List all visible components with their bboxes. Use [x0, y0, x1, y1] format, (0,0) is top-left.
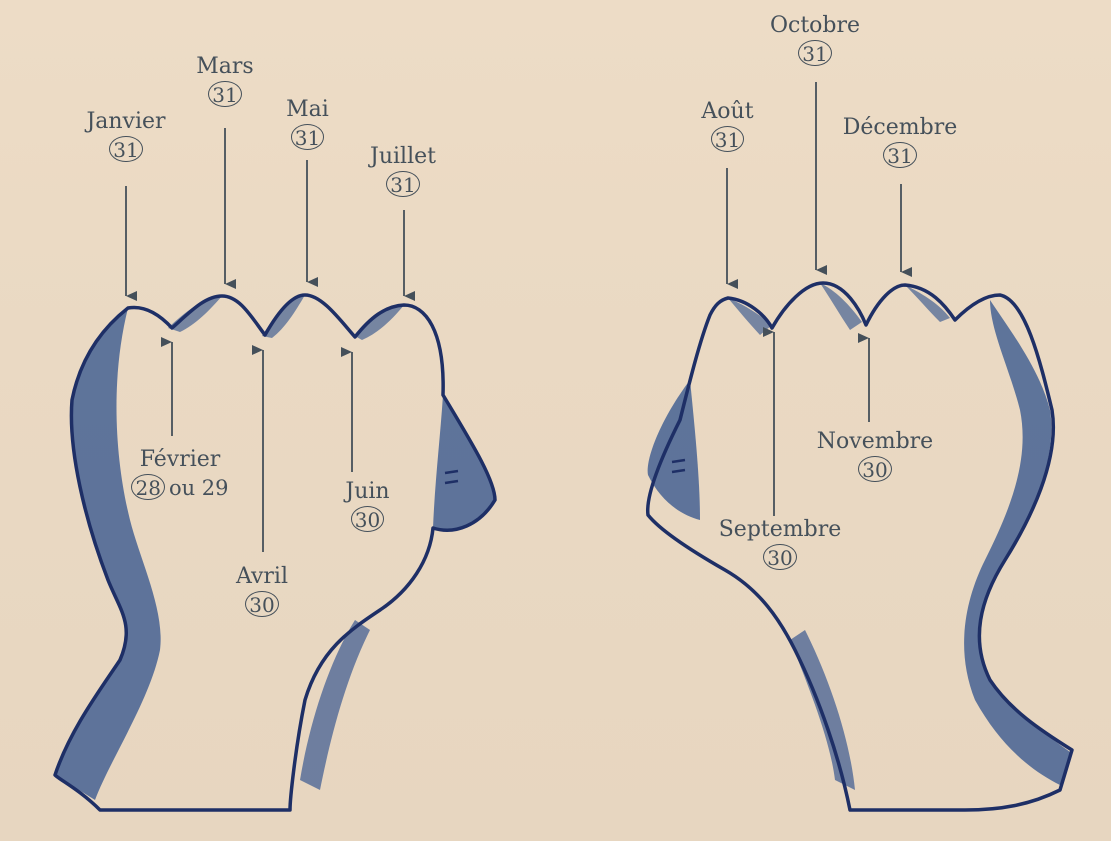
right-thumb-shadow [648, 380, 700, 520]
label-janvier: Janvier 31 [66, 110, 186, 162]
days-badge: 28 [131, 474, 164, 500]
label-decembre: Décembre 31 [820, 116, 980, 168]
days-badge: 30 [245, 591, 278, 617]
label-septembre: Septembre 30 [700, 518, 860, 570]
month-name: Décembre [820, 116, 980, 140]
days-badge: 31 [291, 124, 324, 150]
label-octobre: Octobre 31 [750, 14, 880, 66]
days-badge: 31 [109, 136, 142, 162]
month-name: Octobre [750, 14, 880, 38]
month-name: Janvier [66, 110, 186, 134]
right-knuckle-shadow [728, 283, 950, 335]
days-badge: 31 [208, 81, 241, 107]
label-aout: Août 31 [680, 100, 775, 152]
label-mai: Mai 31 [260, 98, 355, 150]
month-name: Juillet [348, 145, 458, 169]
leap-year-note: ou 29 [169, 476, 229, 500]
month-name: Juin [320, 480, 415, 504]
days-badge: 31 [711, 126, 744, 152]
days-badge: 31 [386, 171, 419, 197]
label-avril: Avril 30 [212, 565, 312, 617]
month-name: Mai [260, 98, 355, 122]
days-badge: 30 [858, 456, 891, 482]
month-name: Septembre [700, 518, 860, 542]
left-fist-shadow-edge [55, 308, 161, 800]
days-badge: 31 [798, 40, 831, 66]
month-name: Mars [175, 55, 275, 79]
month-name: Août [680, 100, 775, 124]
days-badge: 30 [763, 544, 796, 570]
left-fist [55, 295, 495, 810]
days-badge: 30 [351, 506, 384, 532]
label-juillet: Juillet 31 [348, 145, 458, 197]
days-badge: 31 [883, 142, 916, 168]
label-juin: Juin 30 [320, 480, 415, 532]
month-name: Février [100, 448, 260, 472]
label-novembre: Novembre 30 [800, 430, 950, 482]
month-name: Avril [212, 565, 312, 589]
month-name: Novembre [800, 430, 950, 454]
